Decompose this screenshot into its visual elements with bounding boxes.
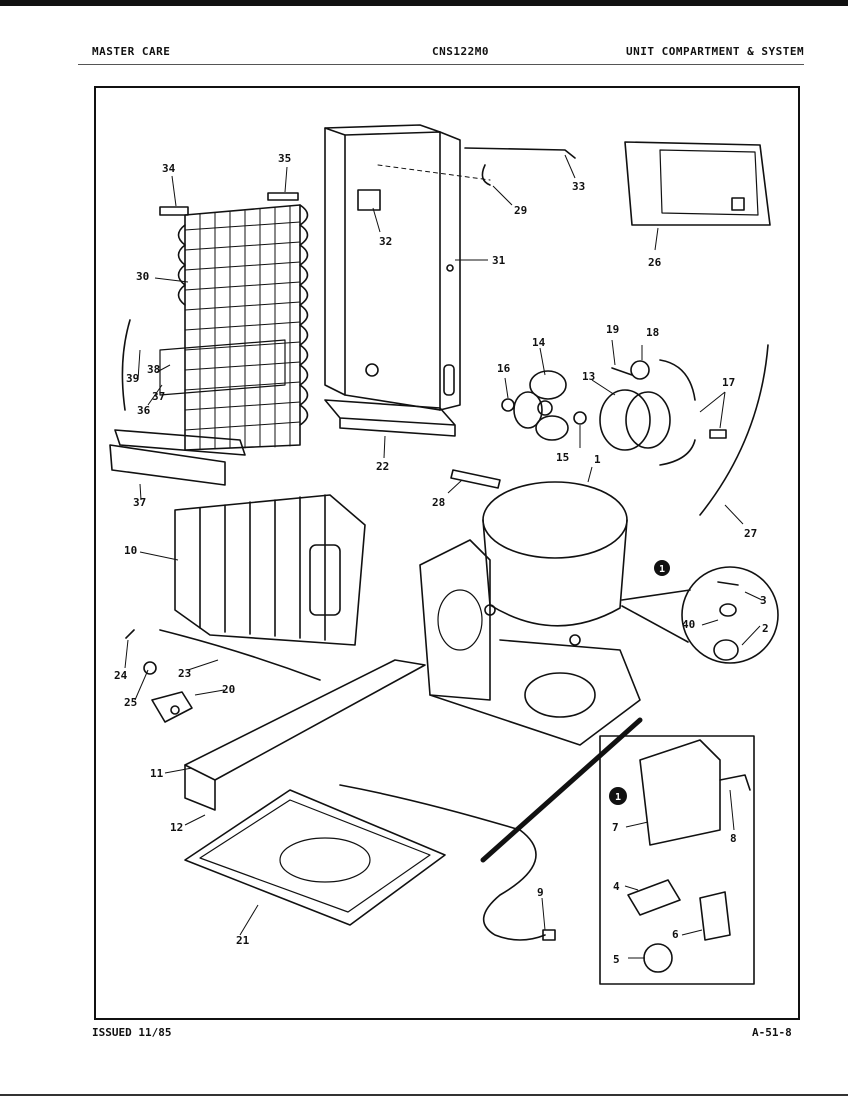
bottom-border-bar [0,1094,848,1096]
part-label-36: 36 [137,404,151,417]
section-title: UNIT COMPARTMENT & SYSTEM [626,45,805,58]
part-label-20: 20 [222,683,235,696]
part-label-39: 39 [126,372,139,385]
part-label-14: 14 [532,336,546,349]
base-plate [429,639,641,746]
part-label-25: 25 [124,696,137,709]
clip-17 [709,429,727,439]
bracket-34 [159,206,189,216]
part-label-12: 12 [170,821,183,834]
lead-rod [480,717,643,863]
overload-5 [643,943,673,973]
tube-27 [699,344,769,516]
part-label-17: 17 [722,376,735,389]
tube-23 [159,629,321,681]
part-label-23: 23 [178,667,191,680]
clip-29 [481,164,491,186]
model-number: CNS122M0 [432,45,489,58]
callout-marker-main [654,560,670,576]
part-label-37b: 37 [133,496,146,509]
part-label-18: 18 [646,326,659,339]
drier-28 [450,469,501,489]
part-label-9: 9 [537,886,544,899]
header-rule [78,64,804,65]
part-label-1: 1 [594,453,601,466]
part-label-22: 22 [376,460,389,473]
part-label-19: 19 [606,323,619,336]
part-label-11: 11 [150,767,164,780]
part-label-28: 28 [432,496,445,509]
wire-harness [339,784,546,941]
fan-motor [599,359,696,466]
part-label-2: 2 [762,622,769,635]
fan-blade [513,370,569,441]
part-label-37a: 37 [152,390,165,403]
drain-tray [324,399,456,437]
bracket-36 [114,429,246,456]
part-label-38: 38 [147,363,160,376]
part-label-6: 6 [672,928,679,941]
relay-4 [627,879,681,916]
cover-plate [624,141,771,226]
plug-9 [542,929,556,941]
part-label-35: 35 [278,152,291,165]
bracket-35 [267,192,299,201]
part-label-27: 27 [744,527,757,540]
screw-19 [611,367,633,376]
mount-bracket [419,539,491,701]
part-label-3: 3 [760,594,767,607]
callout-marker-inset [609,787,627,805]
clip-8 [719,774,751,791]
drain-pan [184,789,446,926]
diagram-frame [94,86,800,1020]
part-label-7: 7 [612,821,619,834]
part-label-26: 26 [648,256,662,269]
part-label-21: 21 [236,934,250,947]
part-label-16: 16 [497,362,511,375]
grommet-25 [143,661,157,675]
detail-magnifier [621,566,779,664]
cover-7 [639,739,721,846]
part-label-4: 4 [613,880,620,893]
tube-33 [464,147,576,159]
part-label-10: 10 [124,544,137,557]
clip-24 [125,629,135,639]
clip-6 [699,891,731,941]
fan-nut [501,398,515,412]
inset-box [599,735,755,985]
part-label-13: 13 [582,370,595,383]
part-label-31: 31 [492,254,506,267]
issued-date: ISSUED 11/85 [92,1026,172,1039]
part-label-5: 5 [613,953,620,966]
part-label-32: 32 [379,235,392,248]
drain-tube [121,319,131,411]
fan-washer [573,411,587,425]
grommet-18 [630,360,650,380]
part-label-24: 24 [114,669,128,682]
top-border-bar [0,0,848,6]
condenser [174,494,366,646]
part-label-34: 34 [162,162,176,175]
part-label-40: 40 [682,618,695,631]
brand-title: MASTER CARE [92,45,171,58]
frame-rail [184,659,426,781]
back-panel [324,124,461,411]
part-label-8: 8 [730,832,737,845]
relay-20 [151,691,193,723]
condenser-coil [177,204,309,451]
part-label-29: 29 [514,204,527,217]
page-code: A-51-8 [752,1026,792,1039]
compressor [482,481,628,646]
callout-marker-main-text: 1 [659,564,665,575]
part-label-33: 33 [572,180,585,193]
part-label-15: 15 [556,451,569,464]
part-label-30: 30 [136,270,149,283]
callout-marker-inset-text: 1 [615,792,621,803]
bracket-37 [109,444,226,486]
